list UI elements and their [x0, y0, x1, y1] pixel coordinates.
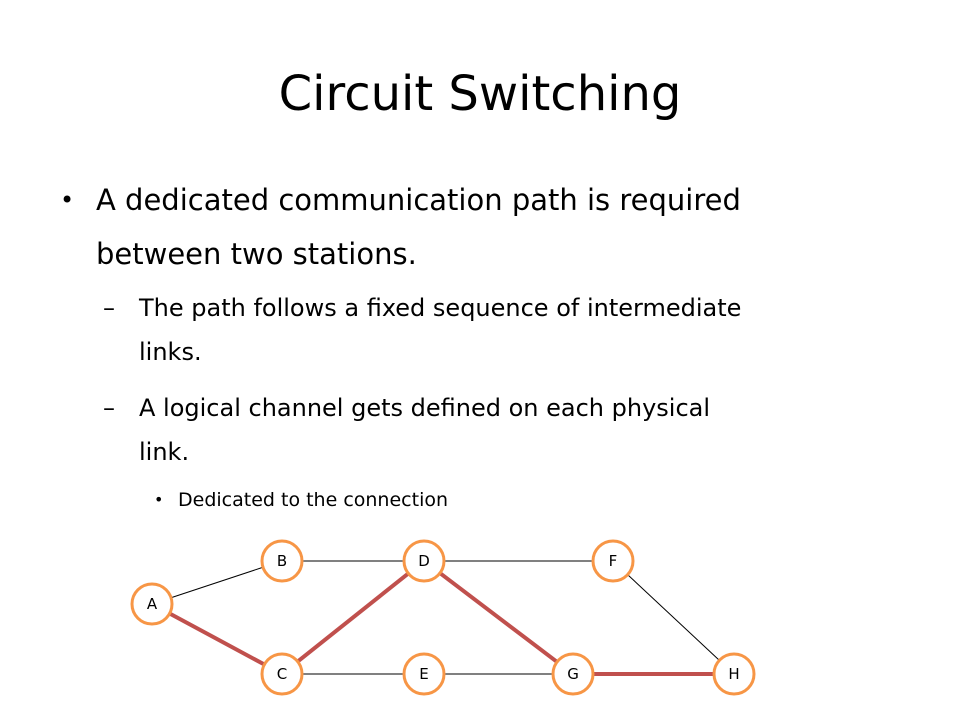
node-a: A	[130, 582, 174, 626]
node-c: C	[260, 652, 304, 696]
node-label: G	[567, 665, 579, 683]
node-circle	[402, 539, 446, 583]
subbullet-line: links.	[139, 338, 202, 366]
slide-title: Circuit Switching	[278, 66, 682, 122]
node-f: F	[591, 539, 635, 583]
node-label: B	[277, 552, 287, 570]
bullet-line: A dedicated communication path is requir…	[96, 183, 741, 217]
node-circle	[402, 652, 446, 696]
nodes-layer: A B C D E F G H	[130, 539, 756, 696]
subbullet-line: The path follows a fixed sequence of int…	[139, 294, 742, 322]
link-a-b	[170, 566, 264, 599]
node-label: H	[728, 665, 739, 683]
node-label: A	[147, 595, 158, 613]
node-d: D	[402, 539, 446, 583]
subbullet-marker: –	[103, 394, 115, 422]
links-layer	[167, 560, 720, 676]
subbullet-line: link.	[139, 438, 190, 466]
link-a-c-highlighted	[167, 611, 267, 667]
bullet-marker: •	[60, 186, 75, 214]
node-circle	[591, 539, 635, 583]
subbullet-line: A logical channel gets defined on each p…	[139, 394, 711, 422]
node-circle	[260, 652, 304, 696]
node-label: C	[277, 665, 287, 683]
node-label: E	[419, 665, 428, 683]
node-label: D	[418, 552, 430, 570]
node-circle	[130, 582, 174, 626]
link-c-d-highlighted	[295, 571, 411, 664]
bullet-main: • A dedicated communication path is requ…	[60, 173, 741, 281]
node-b: B	[260, 539, 304, 583]
bullet-line: between two stations.	[96, 237, 417, 271]
subbullet-marker: –	[103, 294, 115, 322]
subsubbullet-marker: •	[154, 490, 164, 509]
subsubbullet-line: Dedicated to the connection	[178, 489, 449, 511]
node-e: E	[402, 652, 446, 696]
link-d-g-highlighted	[437, 571, 560, 664]
node-circle	[712, 652, 756, 696]
node-circle	[260, 539, 304, 583]
node-circle	[551, 652, 595, 696]
node-label: F	[609, 552, 618, 570]
subsubbullet-dedicated: • Dedicated to the connection	[154, 485, 449, 515]
node-h: H	[712, 652, 756, 696]
node-g: G	[551, 652, 595, 696]
subbullet-channel: – A logical channel gets defined on each…	[103, 386, 711, 474]
link-f-h	[627, 574, 720, 661]
subbullet-path: – The path follows a fixed sequence of i…	[103, 286, 742, 374]
